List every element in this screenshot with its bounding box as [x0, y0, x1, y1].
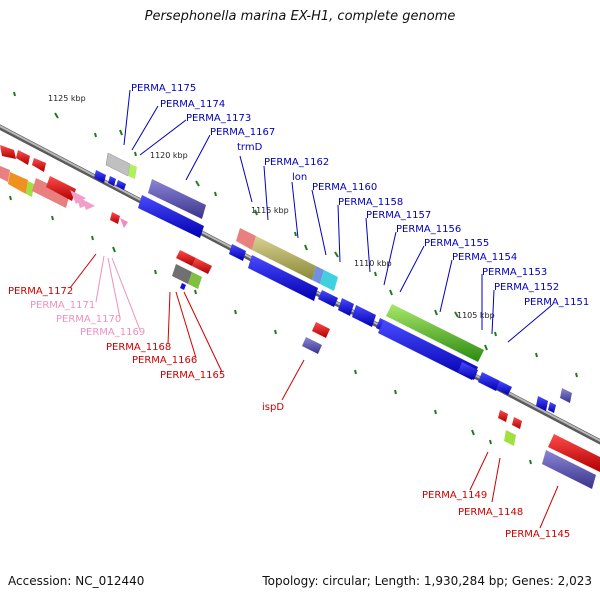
gene-label-perma-1153: PERMA_1153 — [482, 267, 547, 278]
scale-track — [9, 91, 578, 465]
gene-label-perma-1168: PERMA_1168 — [106, 342, 171, 353]
gene-label-perma-1155: PERMA_1155 — [424, 238, 489, 249]
tick-label-1120: 1120 kbp — [150, 151, 188, 160]
gene-features-1167 — [138, 179, 206, 238]
gene-label-perma-1160: PERMA_1160 — [312, 182, 377, 193]
gene-label-perma-1170: PERMA_1170 — [56, 314, 121, 325]
gene-label-lon: lon — [292, 172, 307, 183]
gene-label-perma-1154: PERMA_1154 — [452, 252, 517, 263]
gene-features-1155 — [338, 298, 512, 395]
scale-labels: 1125 kbp 1120 kbp 1115 kbp 1110 kbp 1105… — [48, 94, 495, 320]
gene-features-ispD — [302, 322, 330, 354]
gene-label-perma-1151: PERMA_1151 — [524, 297, 589, 308]
gene-label-ispD: ispD — [262, 402, 284, 413]
gene-label-perma-1149: PERMA_1149 — [422, 490, 487, 501]
gene-features-1172 — [110, 212, 128, 228]
gene-label-perma-1152: PERMA_1152 — [494, 282, 559, 293]
tick-label-1115: 1115 kbp — [251, 206, 289, 215]
gene-features-left — [0, 145, 95, 210]
tick-label-1125: 1125 kbp — [48, 94, 86, 103]
tick-label-1110: 1110 kbp — [354, 259, 392, 268]
gene-label-perma-1156: PERMA_1156 — [396, 224, 461, 235]
gene-label-perma-1167: PERMA_1167 — [210, 127, 275, 138]
gene-label-perma-1171: PERMA_1171 — [30, 300, 95, 311]
gene-label-perma-1148: PERMA_1148 — [458, 507, 523, 518]
gene-label-perma-1166: PERMA_1166 — [132, 355, 197, 366]
gene-label-perma-1165: PERMA_1165 — [160, 370, 225, 381]
gene-label-perma-1145: PERMA_1145 — [505, 529, 570, 540]
labels-red: PERMA_1172 PERMA_1168 PERMA_1166 PERMA_1… — [8, 253, 570, 540]
gene-label-perma-1175: PERMA_1175 — [131, 83, 196, 94]
topology-summary: Topology: circular; Length: 1,930,284 bp… — [262, 574, 592, 588]
gene-label-perma-1162: PERMA_1162 — [264, 157, 329, 168]
gene-features-1168 — [172, 250, 212, 290]
labels-blue: PERMA_1175 PERMA_1174 PERMA_1173 PERMA_1… — [123, 83, 589, 343]
genome-title: Persephonella marina EX-H1, complete gen… — [144, 9, 456, 24]
tick-label-1105: 1105 kbp — [457, 311, 495, 320]
gene-label-perma-1157: PERMA_1157 — [366, 210, 431, 221]
gene-features-1175 — [94, 152, 137, 190]
gene-label-perma-1174: PERMA_1174 — [160, 99, 225, 110]
gene-label-perma-1158: PERMA_1158 — [338, 197, 403, 208]
gene-features-1162 — [229, 228, 338, 307]
gene-label-perma-1169: PERMA_1169 — [80, 327, 145, 338]
gene-label-trmD: trmD — [237, 142, 263, 153]
gene-label-perma-1172: PERMA_1172 — [8, 286, 73, 297]
accession-text: Accession: NC_012440 — [8, 574, 145, 588]
gene-label-perma-1173: PERMA_1173 — [186, 113, 251, 124]
gene-features-1149 — [498, 388, 600, 489]
labels-pink: PERMA_1171 PERMA_1170 PERMA_1169 — [30, 255, 145, 338]
